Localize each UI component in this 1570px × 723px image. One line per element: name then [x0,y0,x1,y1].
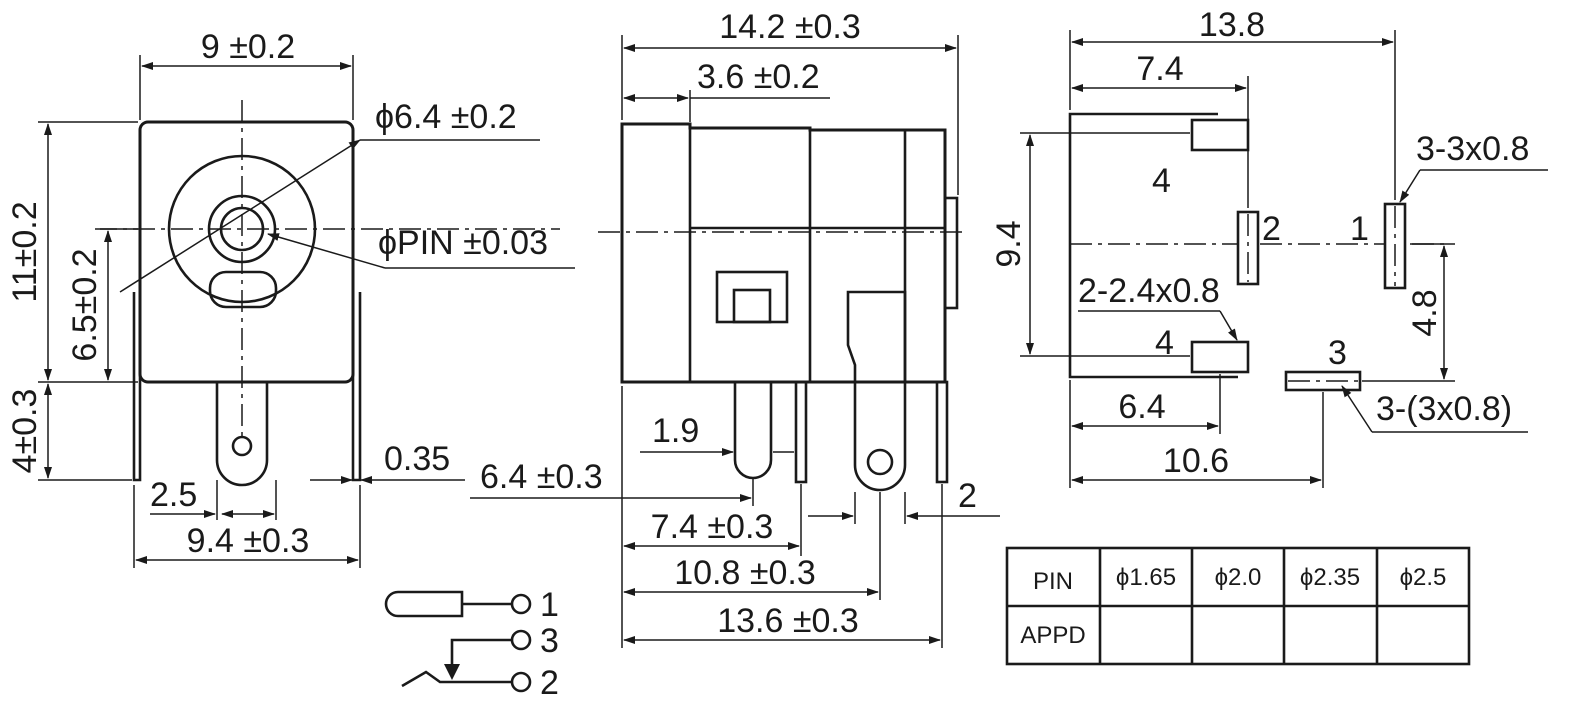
terminal-3 [510,629,532,651]
pad4-bottom-number: 4 [1155,324,1174,362]
pin-thickness-label: 0.35 [384,440,450,478]
leader-line [1341,385,1373,433]
terminal-1 [510,593,532,615]
table-row-label: APPD [1020,622,1085,649]
table-header-1-65: ϕ1.65 [1116,564,1176,591]
front-left-tab [132,292,142,482]
side-body-outline [620,122,947,384]
pin4-bottom-pos-label: 6.4 [1118,388,1165,426]
pad4-top-number: 4 [1152,162,1171,200]
pin3-offset-label: 4.8 [1406,289,1444,336]
terminal-2 [510,671,532,693]
pin-width-label: 1.9 [652,412,699,450]
jack-key-slot [208,270,278,309]
rear-pos-label: 13.6 ±0.3 [717,602,859,640]
front-body-outline [138,120,355,384]
pcb-outline [1068,112,1238,379]
jack-socket [207,194,277,264]
side-window-inner [732,288,772,324]
table-header-pin: PIN [1033,568,1073,595]
pin-span-label: 9.4 ±0.3 [187,522,310,560]
height-label: 11±0.2 [6,201,44,302]
leader-line [1219,310,1238,341]
slot3-label: 3-(3x0.8) [1376,390,1512,428]
pin-length-label: 4±0.3 [6,389,44,474]
total-length-label: 13.8 [1199,6,1265,44]
table-header-2-5: ϕ2.5 [1400,564,1447,591]
pad-4-bottom [1190,340,1250,374]
schematic-pin3-label: 3 [540,622,559,660]
side-pin3-hole [866,448,894,476]
plug-symbol [384,590,464,618]
jack-pin [219,206,265,252]
leader-line [1399,169,1421,203]
front-right-tab [351,292,362,482]
side-view: 14.2 ±0.3 3.6 ±0.2 1.9 6.4 ±0.3 2 7.4 ±0… [470,8,1000,648]
table-header-2-0: ϕ2.0 [1215,564,1262,591]
side-pin-1 [733,382,773,480]
front-view: 9 ±0.2 ϕ6.4 ±0.2 ϕPIN ±0.03 11±0.2 6.5±0… [6,28,575,568]
pin-table: PIN ϕ1.65 ϕ2.0 ϕ2.35 ϕ2.5 APPD [1005,546,1471,666]
tab-width-label: 2 [958,477,977,515]
pad-2 [1236,210,1260,286]
pin3-pos-label: 10.8 ±0.3 [674,554,816,592]
pad-4-top [1190,118,1250,152]
slot1-label: 3-3x0.8 [1416,130,1529,168]
side-pin-3 [846,290,907,492]
schematic-symbol: 1 3 2 [384,586,559,702]
wire [401,670,512,688]
front-depth-label: 3.6 ±0.2 [697,58,820,96]
front-width-label: 9 ±0.2 [201,28,295,66]
side-pin-2 [794,380,808,484]
schematic-pin2-label: 2 [540,664,559,702]
center-height-label: 6.5±0.2 [66,248,104,361]
front-center-pin [215,382,269,487]
jack-diameter-label: ϕ6.4 ±0.2 [375,98,517,136]
pad3-number: 3 [1328,334,1347,372]
slot2-label: 2-2.4x0.8 [1078,272,1220,310]
schematic-pin1-label: 1 [540,586,559,624]
pcb-layout: 4 2 1 4 3 13.8 7.4 9.4 3-3x0.8 2-2.4x0.8… [990,6,1548,488]
side-length-label: 14.2 ±0.3 [719,8,861,46]
table-header-2-35: ϕ2.35 [1300,564,1360,591]
pin-diameter-label: ϕPIN ±0.03 [378,224,548,262]
pcb-pin3-pos-label: 10.6 [1163,442,1229,480]
pin4-pos-label: 7.4 [1136,50,1183,88]
side-window [715,270,789,324]
pin-offset-label: 2.5 [150,476,197,514]
leader-line [267,233,386,269]
pad2-number: 2 [1262,210,1281,248]
pad1-number: 1 [1350,210,1369,248]
rear-tab [943,196,959,310]
pin2-pos-label: 7.4 ±0.3 [651,508,774,546]
pin1-pos-label: 6.4 ±0.3 [480,458,603,496]
front-pin-hole [231,435,253,457]
pcb-span-label: 9.4 [990,220,1028,267]
jack-outer-ring [167,154,317,304]
leader-line [119,139,361,293]
switch-arrow-icon [444,664,460,680]
side-pin-rear [935,380,949,484]
wire [450,638,512,672]
